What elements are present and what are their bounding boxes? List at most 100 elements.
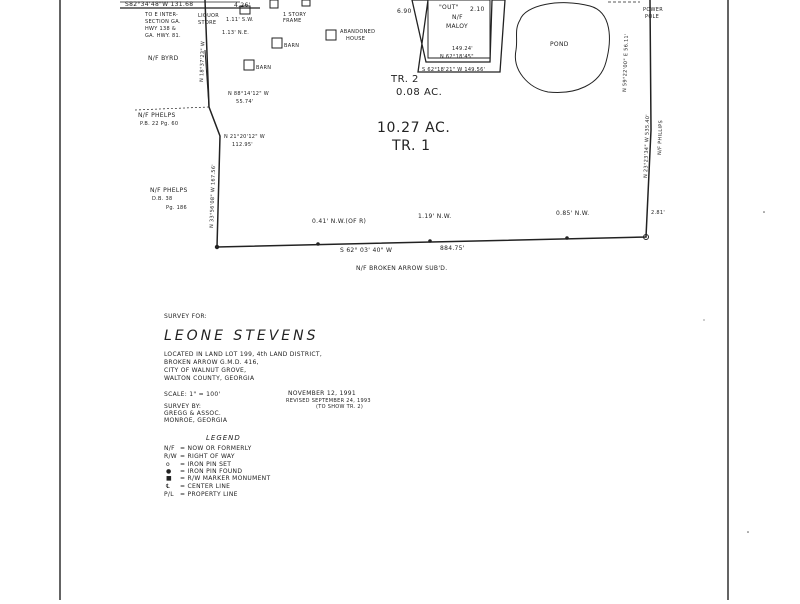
nf-phelps-2-label-2: D.B. 38 [152,196,173,202]
power-pole-label-2: POLE [645,14,659,20]
legend-title: LEGEND [206,434,241,442]
intersection-label-4: GA. HWY. 81. [145,33,181,39]
scan-speck [763,211,765,213]
liquor-store-label-2: STORE [198,20,216,26]
iron-pin [316,242,320,246]
intersection-label-2: SECTION GA. [145,19,181,25]
location-line-2: BROKEN ARROW G.M.D. 416, [164,359,259,366]
iron-pin [565,236,569,240]
bearing-east-label: N 23°23'34" W 535.40' [643,114,651,178]
barn-building-2 [243,59,255,71]
nf-maloy-label-2: MALOY [446,23,468,30]
legend-symbol: ℄ [166,483,170,490]
nf-byrd-label: N/F BYRD [148,55,179,62]
abandoned-label-1: ABANDONED [340,29,375,35]
dist-426-label: 4.26' [234,2,251,9]
abandoned-house-building [325,29,337,41]
legend-text: = R/W MARKER MONUMENT [180,475,270,482]
nf-phelps-2-label-3: Pg. 186 [166,205,187,211]
iron-pin [428,239,432,243]
tract-2-acres: 0.08 AC. [396,87,442,98]
intersection-label-3: HWY 138 & [145,26,176,32]
scan-speck [747,531,749,533]
abandoned-label-2: HOUSE [346,36,365,42]
survey-scale: SCALE: 1" = 100' [164,391,221,398]
nf-maloy-label-1: N/F [452,14,463,21]
adjoiner-line [134,106,210,111]
bearing-n21-label-1: N 21°20'12" W [224,134,265,140]
survey-for-label: SURVEY FOR: [164,313,207,320]
legend-list: N/F = NOW OR FORMERLY R/W = RIGHT OF WAY… [164,445,270,498]
tract-1-label: TR. 1 [391,138,431,154]
legend-text: = IRON PIN SET [180,461,231,468]
dist-119-label: 1.19' N.W. [418,213,451,220]
property-line-west-upper [204,49,210,108]
frame-house [269,0,279,9]
small-shed [301,0,311,7]
pond-label: POND [550,41,569,48]
surveyor-line-1: SURVEY BY: [164,403,201,410]
surveyor-line-3: MONROE, GEORGIA [164,417,228,424]
surveyor-line-2: GREGG & ASSOC. [164,410,221,417]
survey-revised-note: (TO SHOW TR. 2) [316,404,363,410]
dist-210-label: 2.10 [470,6,485,13]
bearing-n21-label-2: 112.95' [232,142,253,148]
nf-phelps-1-label-2: P.B. 22 Pg. 60 [140,121,178,127]
nf-phelps-2-label-1: N/F PHELPS [150,187,188,194]
liquor-store-label-1: LIQUOR [198,13,219,19]
dist-085-label: 0.85' N.W. [556,210,589,217]
bearing-west-2-label: N 33°56'08" W 167.56' [209,164,217,228]
owner-name: LEONE STEVENS [164,328,319,344]
barn-building [271,37,283,49]
dist-113-label: 1.13' N.E. [222,30,249,36]
tract-2-label: TR. 2 [390,74,419,85]
legend-text: = CENTER LINE [180,483,230,490]
maloy-parcel [427,0,491,59]
legend-symbol: ■ [166,475,172,482]
frame-label-2: FRAME [283,18,302,24]
legend-text: = IRON PIN FOUND [180,468,242,475]
nf-phillips-label: N/F PHILLIPS [657,120,664,155]
survey-revised: REVISED SEPTEMBER 24, 1993 [286,398,371,404]
power-pole-label-1: POWER [643,7,663,13]
legend-symbol: R/W [164,453,177,460]
inner-bearing-3-label: N 62°18'45" [440,54,474,60]
bearing-top-left-label: S82°34'48"W 131.68 [125,1,193,8]
legend-text: = RIGHT OF WAY [180,453,235,460]
inner-bearing-1-label: 149.24' [452,46,473,52]
location-line-1: LOCATED IN LAND LOT 199, 4th LAND DISTRI… [164,351,322,358]
location-line-3: CITY OF WALNUT GROVE, [164,367,246,374]
iron-pin-corner [643,234,649,240]
legend-text: = PROPERTY LINE [180,491,238,498]
barn2-label: BARN [256,65,271,71]
iron-pin-corner [214,244,220,250]
dist-690-label: 6.90 [397,8,412,15]
barn-label: BARN [284,43,299,49]
location-line-4: WALTON COUNTY, GEORGIA [164,375,255,382]
dist-281-label: 2.81' [651,210,665,216]
bottom-bearing-label: S 62° 03' 40" W [340,247,392,254]
bearing-east-top-label: N 59°22'00" E 56.11' [622,33,630,92]
dist-041-label: 0.41' N.W.(OF R) [312,218,366,225]
pond-outline [514,2,610,94]
nf-broken-arrow-label: N/F BROKEN ARROW SUB'D. [356,265,447,272]
bottom-distance-label: 884.75' [440,245,465,252]
legend-symbol: ● [166,468,172,475]
legend-symbol: P/L [164,491,174,498]
bearing-n88-label-2: 55.74' [236,99,254,105]
frame-label-1: 1 STORY [283,12,307,18]
legend-text: = NOW OR FORMERLY [180,445,252,452]
nf-phelps-1-label-1: N/F PHELPS [138,112,176,119]
dist-111-label: 1.11' S.W. [226,17,254,23]
tract-2-parcel [411,0,506,73]
legend-symbol: N/F [164,445,175,452]
inner-bearing-2-label: S 62°18'21" W 149.56' [422,67,485,73]
bearing-n88-label-1: N 88°14'12" W [228,91,269,97]
survey-date: NOVEMBER 12, 1991 [288,390,356,397]
scan-speck [703,319,705,321]
tract-1-acres: 10.27 AC. [377,120,451,136]
legend-symbol: o [166,461,170,468]
bearing-west-1-label: N 18°37'23" W [199,41,206,82]
